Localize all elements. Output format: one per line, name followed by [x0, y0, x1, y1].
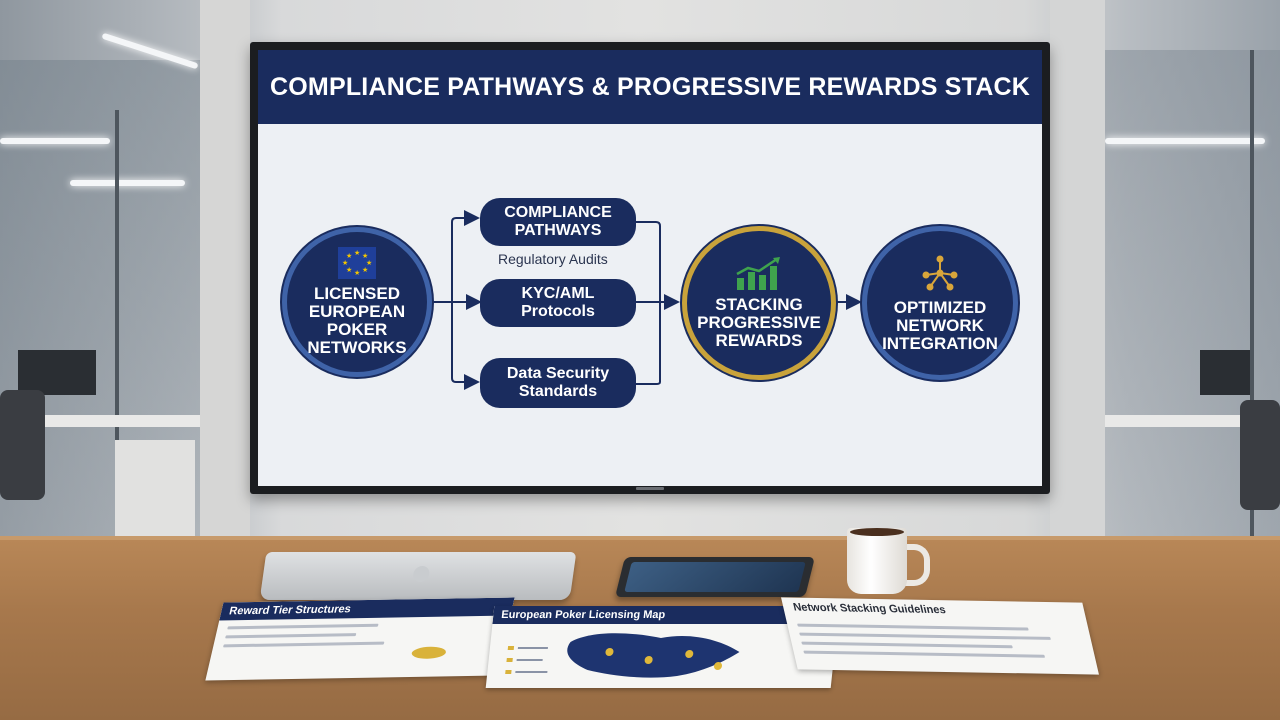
background-cabinet	[115, 440, 195, 550]
stacking-label-line: PROGRESSIVE	[697, 313, 821, 332]
source-label-line: NETWORKS	[307, 338, 407, 357]
background-monitor	[18, 350, 96, 395]
background-desk	[1105, 415, 1245, 427]
document-title: Reward Tier Structures	[219, 597, 515, 621]
slide-title: COMPLIANCE PATHWAYS & PROGRESSIVE REWARD…	[270, 72, 1030, 101]
document-text-line	[225, 633, 357, 639]
stacking-label-line: REWARDS	[715, 331, 803, 350]
pathway-data-security-pill: Data Security Standards	[480, 358, 636, 408]
pathway-label-line: KYC/AML	[521, 285, 595, 302]
growth-bar-chart-icon	[736, 257, 780, 290]
mug-handle	[902, 544, 930, 586]
document-text-line	[223, 641, 385, 648]
document-text-line	[801, 641, 1013, 649]
slide-header: COMPLIANCE PATHWAYS & PROGRESSIVE REWARD…	[258, 50, 1042, 124]
tv-brand-logo	[636, 487, 664, 490]
pathway-label-line: Protocols	[521, 303, 595, 320]
laptop-logo-icon	[412, 566, 431, 582]
flow-connectors	[432, 210, 862, 390]
source-node-licensed-networks: ★ ★ ★ ★ ★ ★ ★ ★ LICENSED EUROPEAN POKER …	[282, 227, 432, 377]
closed-laptop	[259, 552, 577, 600]
tablet-screen	[624, 562, 806, 592]
outcome-node-network-integration: OPTIMIZED NETWORK INTEGRATION	[862, 226, 1018, 380]
pathway-label-line: Data Security	[506, 365, 610, 382]
outcome-label-line: INTEGRATION	[882, 334, 998, 353]
stacking-label-line: STACKING	[715, 295, 803, 314]
coffee-surface	[850, 528, 904, 536]
pathway-label-line: PATHWAYS	[514, 222, 602, 239]
document-reward-tiers: Reward Tier Structures	[205, 597, 515, 681]
background-desk	[30, 415, 200, 427]
merge-bracket	[636, 221, 661, 385]
document-title: Network Stacking Guidelines	[791, 601, 948, 617]
wall-pillar	[200, 0, 250, 560]
ceiling-light	[1105, 138, 1265, 144]
gold-chart-marker-icon	[410, 646, 448, 660]
document-licensing-map: European Poker Licensing Map	[485, 606, 840, 688]
arrow-source-to-data-security	[451, 302, 480, 390]
arrow-source-to-compliance	[451, 210, 480, 302]
source-label-line: LICENSED	[314, 284, 400, 303]
window-mullion	[115, 110, 119, 540]
background-monitor	[1200, 350, 1250, 395]
stacking-rewards-node: STACKING PROGRESSIVE REWARDS	[682, 226, 836, 380]
document-text-line	[227, 623, 379, 630]
wall-pillar	[1050, 0, 1105, 560]
outcome-label-line: NETWORK	[896, 316, 984, 335]
office-chair	[1240, 400, 1280, 510]
document-text-line	[799, 632, 1051, 640]
coffee-mug	[847, 528, 907, 594]
tablet-device	[615, 557, 815, 597]
pathway-compliance-pill: COMPLIANCE PATHWAYS	[480, 198, 636, 246]
document-stacking-guidelines: Network Stacking Guidelines	[781, 597, 1099, 675]
window-mullion	[1250, 50, 1254, 550]
office-chair	[0, 390, 45, 500]
ceiling-light	[0, 138, 110, 144]
pathway-kyc-aml-pill: KYC/AML Protocols	[480, 279, 636, 327]
network-nodes-icon	[922, 255, 958, 291]
eu-flag-icon: ★ ★ ★ ★ ★ ★ ★ ★	[338, 247, 376, 279]
document-text-line	[803, 650, 1046, 658]
outcome-label-line: OPTIMIZED	[893, 298, 987, 317]
ceiling-light	[70, 180, 185, 186]
document-text-line	[797, 623, 1029, 631]
europe-map-icon	[505, 633, 740, 678]
source-label-line: POKER	[326, 320, 388, 339]
pathway-caption-regulatory-audits: Regulatory Audits	[498, 251, 608, 267]
source-label-line: EUROPEAN	[308, 302, 406, 321]
pathway-label-line: COMPLIANCE	[504, 204, 612, 221]
pathway-label-line: Standards	[518, 383, 598, 400]
presentation-slide: COMPLIANCE PATHWAYS & PROGRESSIVE REWARD…	[258, 50, 1042, 486]
